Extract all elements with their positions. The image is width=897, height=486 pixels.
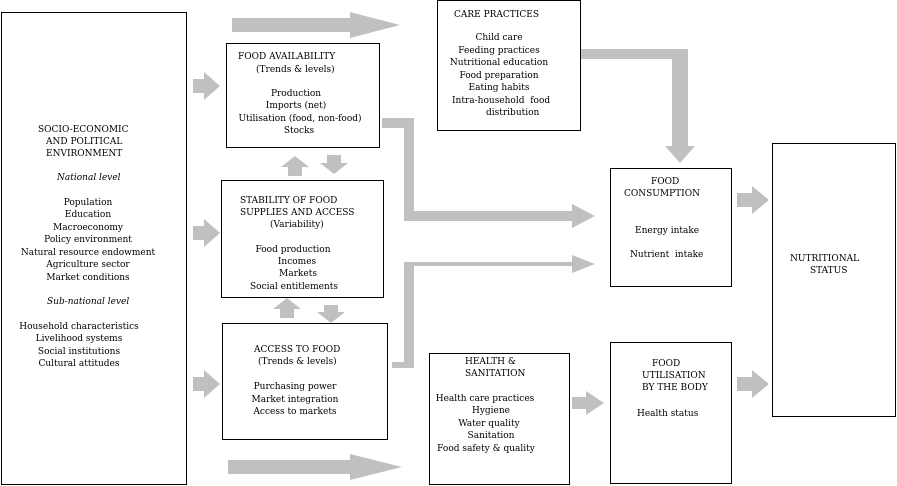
health-sanitation-box bbox=[429, 353, 570, 485]
food-consumption-box bbox=[610, 168, 732, 287]
subnational-level-label: Sub-national level bbox=[47, 297, 130, 307]
stability-item: Markets bbox=[279, 269, 317, 279]
availability-item: Utilisation (food, non-food) bbox=[238, 114, 362, 124]
availability-subtitle: (Trends & levels) bbox=[256, 65, 335, 75]
socio-economic-box bbox=[1, 12, 187, 485]
health-item: Food safety & quality bbox=[437, 444, 535, 454]
access-title: ACCESS TO FOOD bbox=[254, 345, 341, 355]
nutritional-title-2: STATUS bbox=[810, 266, 848, 276]
arrow-health-utilisation bbox=[572, 391, 604, 415]
stability-subtitle: (Variability) bbox=[270, 220, 324, 230]
subnational-item: Household characteristics bbox=[19, 322, 139, 332]
arrow-bottom-long bbox=[228, 454, 402, 480]
socio-title-3: ENVIRONMENT bbox=[46, 149, 123, 159]
national-level-label: National level bbox=[57, 173, 121, 183]
food-availability-box bbox=[226, 43, 380, 148]
access-item: Access to markets bbox=[253, 407, 337, 417]
consumption-item: Energy intake bbox=[635, 226, 700, 236]
access-to-food-box bbox=[222, 323, 388, 440]
care-item: Eating habits bbox=[468, 83, 530, 93]
stability-item: Social entitlements bbox=[250, 282, 338, 292]
health-item: Water quality bbox=[458, 419, 520, 429]
care-item: Intra-household food bbox=[452, 96, 551, 106]
availability-item: Production bbox=[270, 89, 322, 99]
subnational-item: Cultural attitudes bbox=[38, 359, 120, 369]
socio-title-2: AND POLITICAL bbox=[46, 137, 123, 147]
health-item: Sanitation bbox=[467, 431, 515, 441]
arrow-socio-stability bbox=[193, 219, 220, 247]
care-item: Nutritional education bbox=[449, 58, 549, 68]
stability-box bbox=[221, 180, 384, 298]
utilisation-title-2: UTILISATION bbox=[642, 371, 706, 381]
stability-item: Food production bbox=[255, 245, 331, 255]
care-title: CARE PRACTICES bbox=[454, 10, 539, 20]
stability-item: Incomes bbox=[277, 257, 317, 267]
access-item: Market integration bbox=[251, 395, 339, 405]
arrow-stability-up-availability bbox=[281, 156, 309, 176]
stability-title-1: STABILITY OF FOOD bbox=[240, 196, 338, 206]
arrow-availability-down-stability bbox=[320, 155, 348, 174]
availability-title: FOOD AVAILABILITY bbox=[238, 52, 336, 62]
arrow-access-up-stability bbox=[273, 298, 301, 318]
national-item: Policy environment bbox=[44, 235, 132, 245]
health-title-1: HEALTH & bbox=[465, 357, 516, 367]
health-item: Hygiene bbox=[471, 406, 511, 416]
health-title-2: SANITATION bbox=[465, 369, 526, 379]
availability-item: Stocks bbox=[283, 126, 315, 136]
care-item: Food preparation bbox=[459, 71, 539, 81]
arrow-top-long bbox=[232, 12, 400, 38]
utilisation-item: Health status bbox=[637, 409, 699, 419]
arrow-stability-down-access bbox=[317, 305, 345, 323]
subnational-item: Livelihood systems bbox=[35, 334, 123, 344]
arrow-socio-availability bbox=[193, 72, 220, 100]
care-practices-box bbox=[437, 0, 581, 131]
subnational-item: Social institutions bbox=[37, 347, 121, 357]
arrow-care-consumption bbox=[581, 49, 695, 163]
arrow-socio-access bbox=[193, 370, 220, 398]
food-utilisation-box bbox=[610, 342, 732, 484]
arrow-utilisation-nutritional bbox=[737, 370, 769, 398]
care-item: Child care bbox=[475, 33, 523, 43]
national-item: Natural resource endowment bbox=[20, 248, 156, 258]
arrow-access-consumption bbox=[392, 255, 595, 368]
nutritional-title-1: NUTRITIONAL bbox=[790, 254, 860, 264]
access-item: Purchasing power bbox=[253, 382, 337, 392]
national-item: Macroeconomy bbox=[53, 223, 123, 233]
national-item: Population bbox=[63, 198, 113, 208]
utilisation-title-1: FOOD bbox=[652, 359, 681, 369]
national-item: Agriculture sector bbox=[46, 260, 130, 270]
national-item: Market conditions bbox=[46, 273, 130, 283]
stability-title-2: SUPPLIES AND ACCESS bbox=[240, 208, 355, 218]
consumption-title-2: CONSUMPTION bbox=[624, 189, 700, 199]
utilisation-title-3: BY THE BODY bbox=[642, 383, 708, 393]
availability-item: Imports (net) bbox=[265, 101, 327, 111]
care-item: distribution bbox=[486, 108, 540, 118]
health-item: Health care practices bbox=[435, 394, 535, 404]
consumption-title-1: FOOD bbox=[651, 177, 680, 187]
nutritional-status-box bbox=[772, 143, 896, 417]
care-item: Feeding practices bbox=[458, 46, 540, 56]
consumption-item: Nutrient intake bbox=[630, 250, 704, 260]
socio-title-1: SOCIO-ECONOMIC bbox=[38, 125, 129, 135]
national-item: Education bbox=[64, 210, 112, 220]
arrow-availability-consumption bbox=[382, 118, 595, 228]
access-subtitle: (Trends & levels) bbox=[258, 357, 337, 367]
arrow-consumption-nutritional bbox=[737, 186, 769, 214]
